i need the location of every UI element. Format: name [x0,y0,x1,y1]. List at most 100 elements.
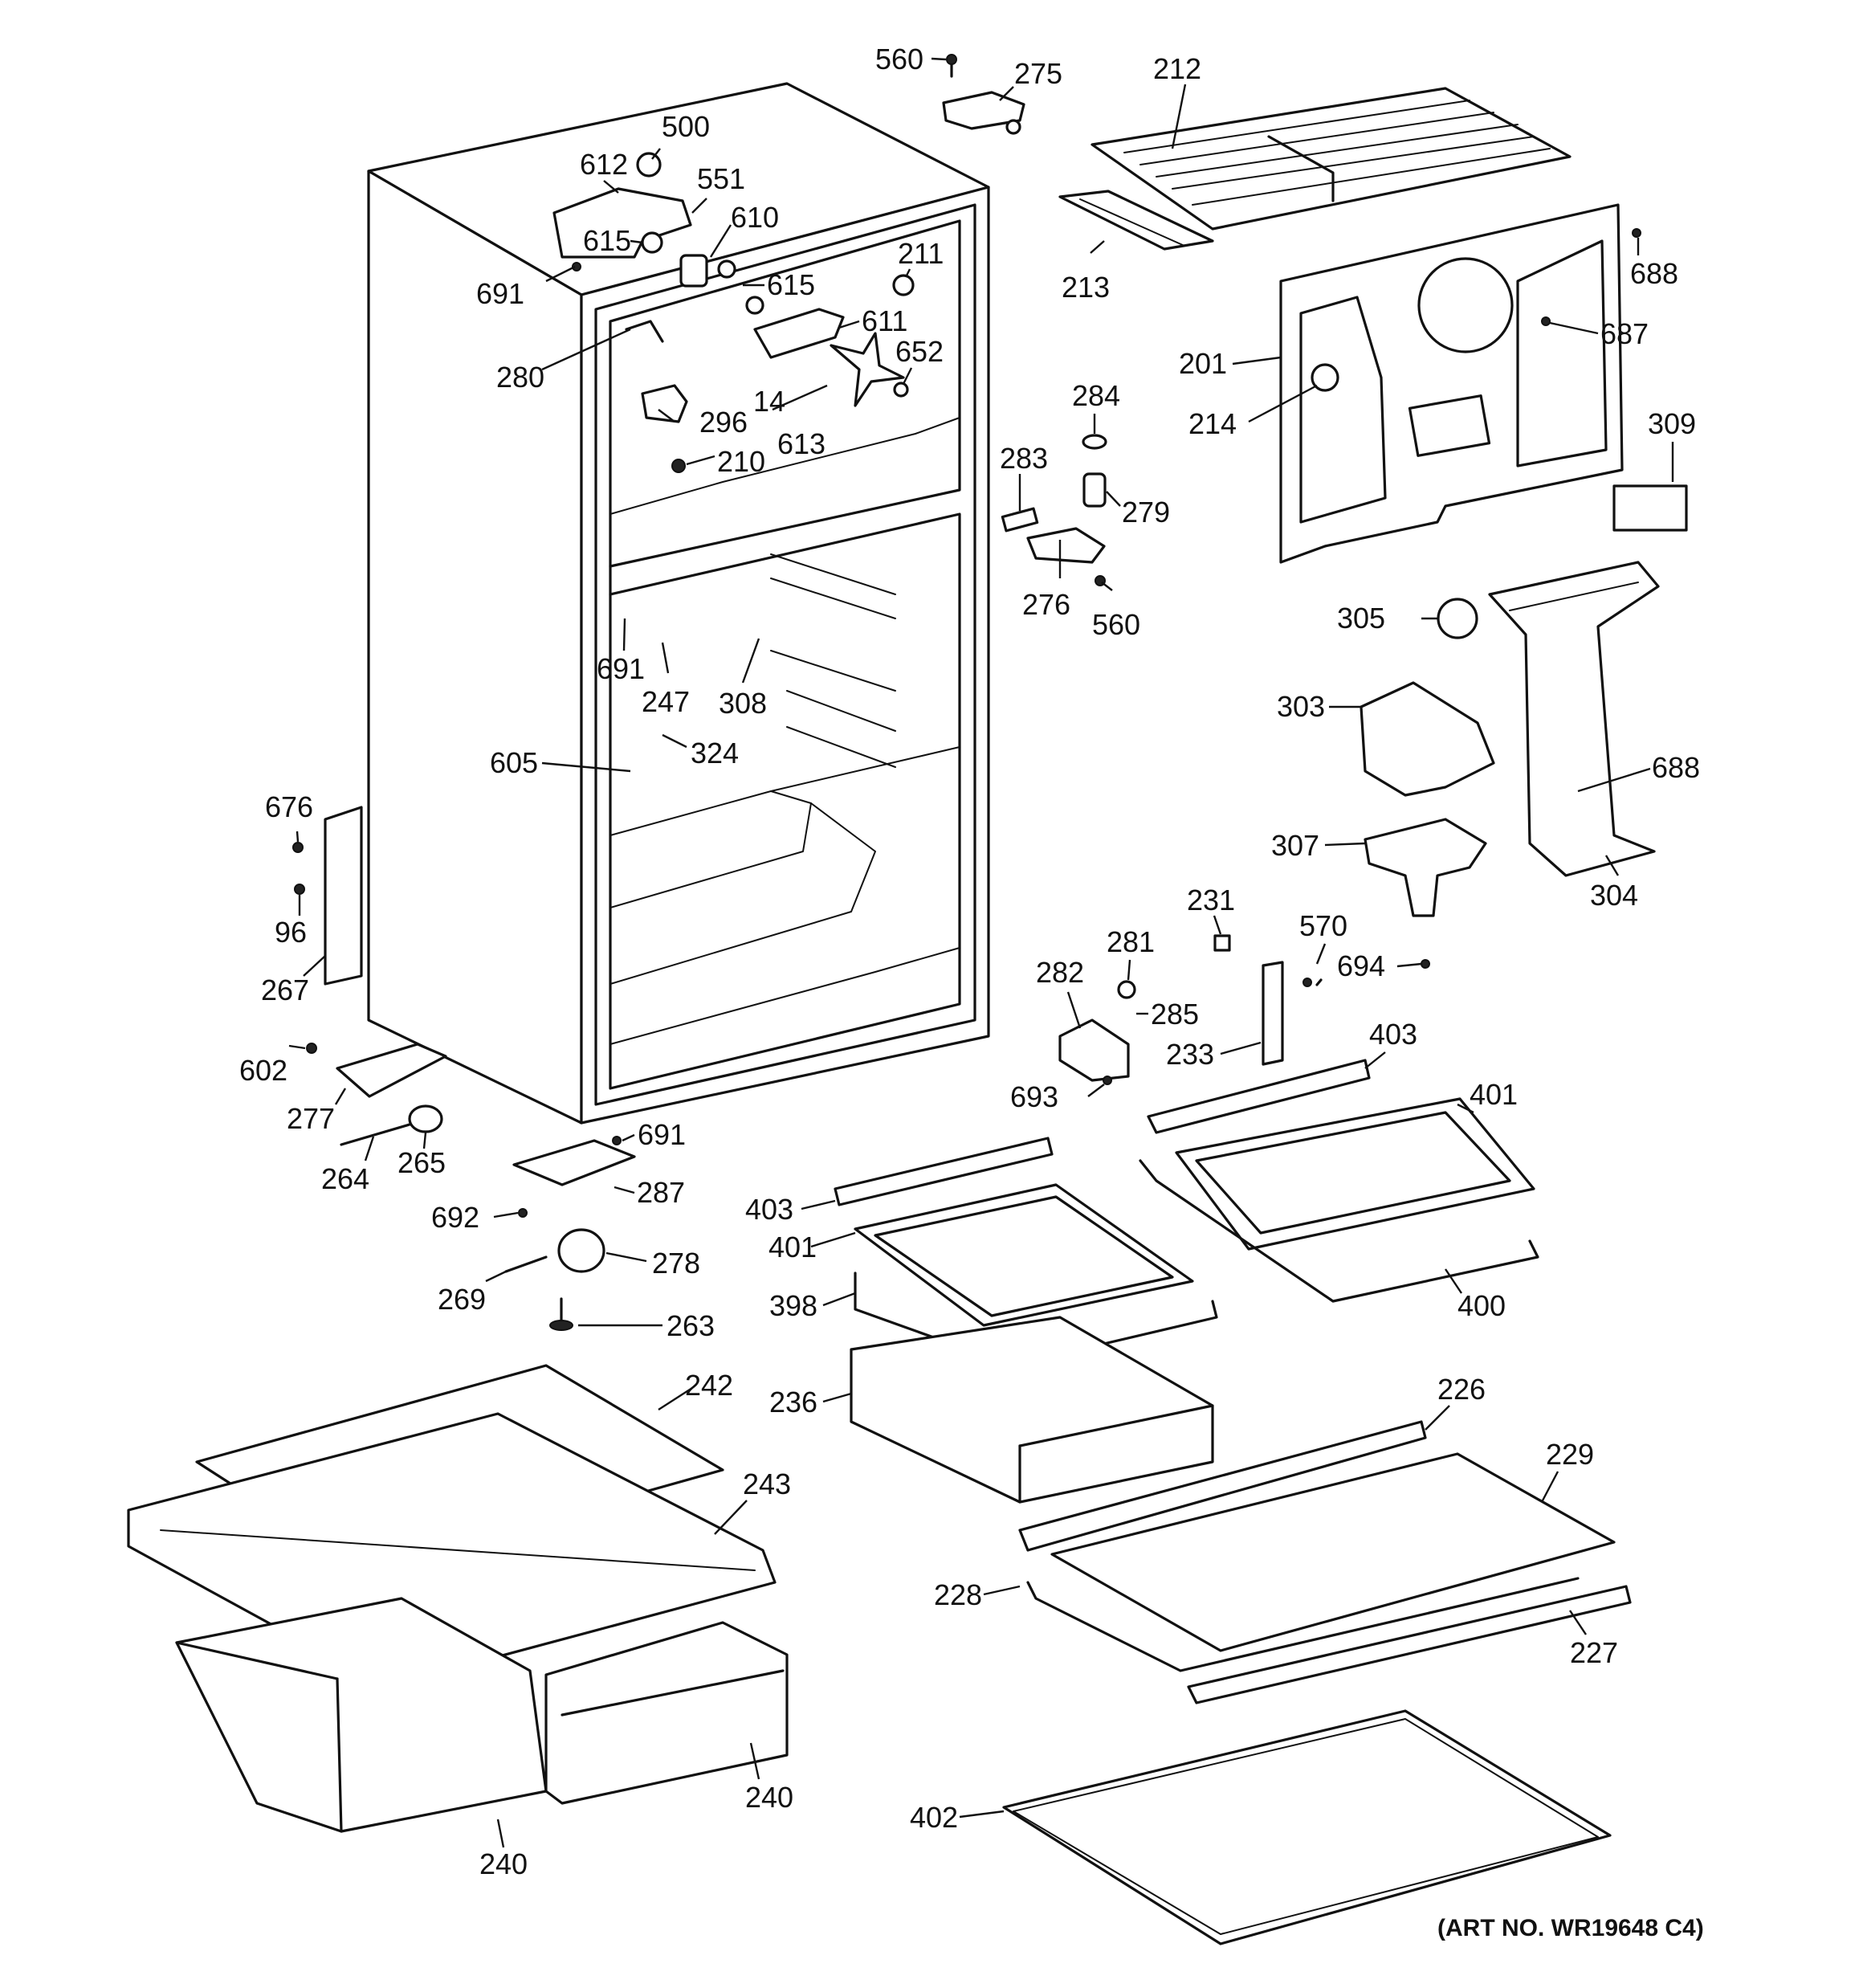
callout-277: 277 [287,1102,335,1135]
callout-688: 688 [1630,257,1678,290]
callout-247: 247 [642,685,690,718]
housing-303 [1360,681,1495,797]
callout-264: 264 [321,1162,369,1195]
callout-280: 280 [496,361,544,394]
callout-242: 242 [685,1369,733,1402]
callout-212: 212 [1153,52,1201,85]
crisper-drawer [850,1316,1214,1504]
callout-560: 560 [875,43,923,76]
glass-shelf-402 [1002,1709,1612,1945]
callout-231: 231 [1187,884,1235,916]
callout-402: 402 [910,1801,958,1834]
freezer-wire-shelf [1090,87,1572,231]
callout-labels: 560 275 212 500 612 551 610 615 691 211 … [239,43,1700,1880]
screw-icon [1103,1076,1112,1085]
bottom-bracket-277 [336,1043,447,1098]
crisper-bin-right [544,1621,789,1805]
callout-267: 267 [261,974,309,1006]
air-duct-assembly [1360,561,1660,969]
callout-401: 401 [768,1231,817,1263]
callout-403: 403 [745,1193,793,1226]
callout-551: 551 [697,162,745,195]
callout-233: 233 [1166,1038,1214,1071]
screw-icon [572,262,581,271]
callout-615: 615 [583,224,631,257]
callout-688: 688 [1652,751,1700,784]
hinge-parts [1001,434,1107,586]
callout-287: 287 [637,1176,685,1209]
callout-229: 229 [1546,1438,1594,1471]
evaporator-cover [1279,203,1688,564]
callout-265: 265 [397,1146,446,1179]
callout-692: 692 [431,1201,479,1234]
callout-279: 279 [1122,496,1170,529]
ice-tray [1058,190,1214,251]
callout-243: 243 [743,1468,791,1500]
cabinet [367,82,990,1125]
callout-282: 282 [1036,956,1084,989]
label-309 [1612,484,1688,532]
control-housing [552,187,692,259]
screw-icon [1302,978,1312,987]
housing-307 [1364,818,1487,917]
callout-226: 226 [1437,1373,1486,1406]
callout-610: 610 [731,201,779,234]
callout-691: 691 [476,277,524,310]
callout-570: 570 [1299,909,1347,942]
callout-210: 210 [717,445,765,478]
screw-icon [671,459,686,473]
callout-605: 605 [490,746,538,779]
callout-303: 303 [1277,690,1325,723]
callout-309: 309 [1648,407,1696,440]
screw-icon [1632,228,1641,238]
callout-403: 403 [1369,1018,1417,1051]
roller-278 [557,1228,605,1273]
callout-400: 400 [1457,1289,1506,1322]
callout-296: 296 [699,406,748,439]
callout-285: 285 [1151,998,1199,1031]
screw-icon [294,884,305,895]
callout-691: 691 [638,1118,686,1151]
side-hardware [292,806,1323,1331]
callout-201: 201 [1179,347,1227,380]
art-number: (ART NO. WR19648 C4) [1437,1915,1704,1941]
callout-228: 228 [934,1578,982,1611]
callout-283: 283 [1000,442,1048,475]
top-parts [552,54,1572,473]
callout-308: 308 [719,687,767,720]
shelf-support-233 [1262,961,1284,1066]
callout-281: 281 [1107,925,1155,958]
callout-500: 500 [662,110,710,143]
callout-307: 307 [1271,829,1319,862]
callout-240: 240 [479,1847,528,1880]
callout-691: 691 [597,652,645,685]
screw-icon [292,842,304,853]
shelves [834,1059,1632,1945]
callout-652: 652 [895,335,944,368]
callout-694: 694 [1337,949,1385,982]
callout-236: 236 [769,1386,817,1419]
callout-613: 613 [777,427,826,460]
callout-263: 263 [667,1309,715,1342]
leader-lines [288,57,1674,1848]
screw-icon [306,1043,317,1054]
callout-14: 14 [753,385,785,418]
callout-398: 398 [769,1289,817,1322]
duct-304 [1488,561,1660,877]
callout-269: 269 [438,1283,486,1316]
callout-275: 275 [1014,57,1062,90]
callout-278: 278 [652,1247,700,1280]
callout-401: 401 [1470,1078,1518,1111]
callout-687: 687 [1600,317,1649,350]
callout-693: 693 [1010,1080,1058,1113]
screw-icon [946,54,957,65]
callout-611: 611 [862,304,907,337]
bracket-287 [512,1139,636,1186]
fan-blade-icon [830,332,905,407]
callout-324: 324 [691,737,739,769]
screw-icon [1421,959,1430,969]
screw-icon [518,1208,528,1218]
side-bracket-267 [324,806,363,986]
callout-304: 304 [1590,879,1638,912]
